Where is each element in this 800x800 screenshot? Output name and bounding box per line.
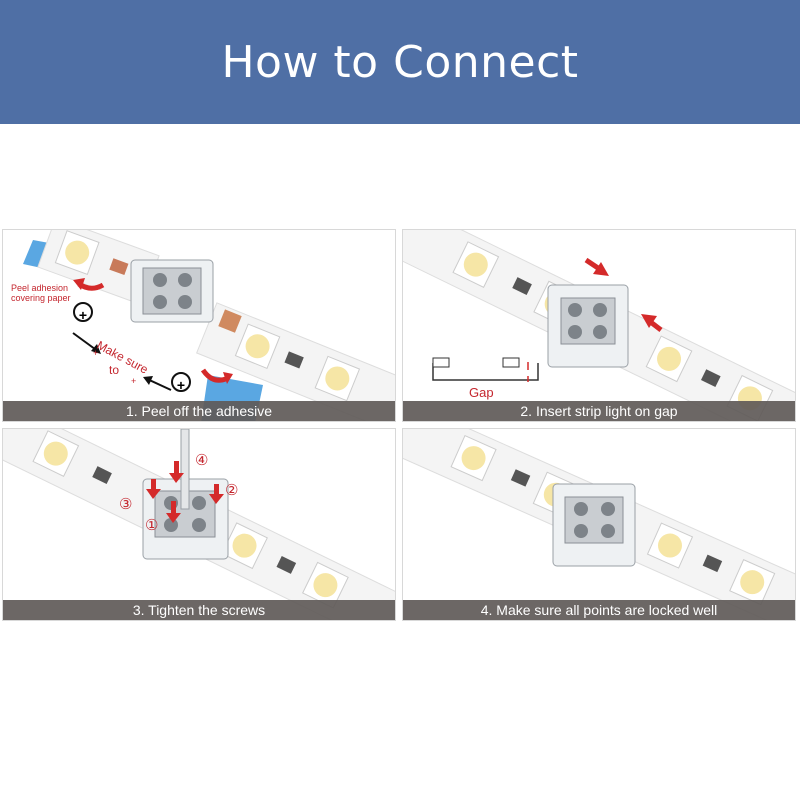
plus-circle-left (73, 302, 93, 322)
page-title: How to Connect (221, 36, 579, 88)
screwdriver-icon (180, 429, 190, 510)
step-1-panel: Peel adhesion covering paper + + Make su… (2, 229, 396, 422)
peel-label: Peel adhesion covering paper (11, 283, 71, 303)
strip-connector-3 (142, 478, 229, 560)
step-4-illustration (403, 429, 795, 620)
insert-arrow-top (584, 257, 609, 276)
strip-connector-4 (552, 483, 636, 567)
step-2-illustration (403, 230, 795, 421)
plus-mark-right: + (176, 377, 186, 393)
step-3-caption: 3. Tighten the screws (3, 600, 395, 620)
step-4-caption: 4. Make sure all points are locked well (403, 600, 795, 620)
step-1-illustration (23, 230, 395, 421)
step-4-panel: 4. Make sure all points are locked well (402, 428, 796, 621)
step-2-panel: Gap 2. Insert strip light on gap (402, 229, 796, 422)
strip-connector-2 (547, 284, 629, 368)
gap-label: Gap (469, 385, 494, 400)
screw-number-4: ④ (195, 452, 209, 469)
strip-connector (130, 259, 214, 323)
to-label: to (109, 363, 120, 377)
step-3-panel: ① ② ③ ④ 3. Tighten the screws (2, 428, 396, 621)
header-banner: How to Connect (0, 0, 800, 124)
small-plus-left: + (93, 348, 99, 358)
insert-arrow-bottom (641, 314, 663, 332)
step-1-caption: 1. Peel off the adhesive (3, 401, 395, 421)
gap-diagram (432, 357, 539, 382)
step-3-illustration (3, 429, 395, 620)
step-2-caption: 2. Insert strip light on gap (403, 401, 795, 421)
tighten-arrows (146, 461, 224, 523)
screw-number-3: ③ (119, 496, 133, 513)
plus-circle-right (171, 372, 191, 392)
screw-number-1: ① (145, 517, 159, 534)
small-plus-right: + (131, 376, 137, 386)
screw-number-2: ② (225, 482, 239, 499)
plus-mark-left: + (78, 307, 88, 323)
